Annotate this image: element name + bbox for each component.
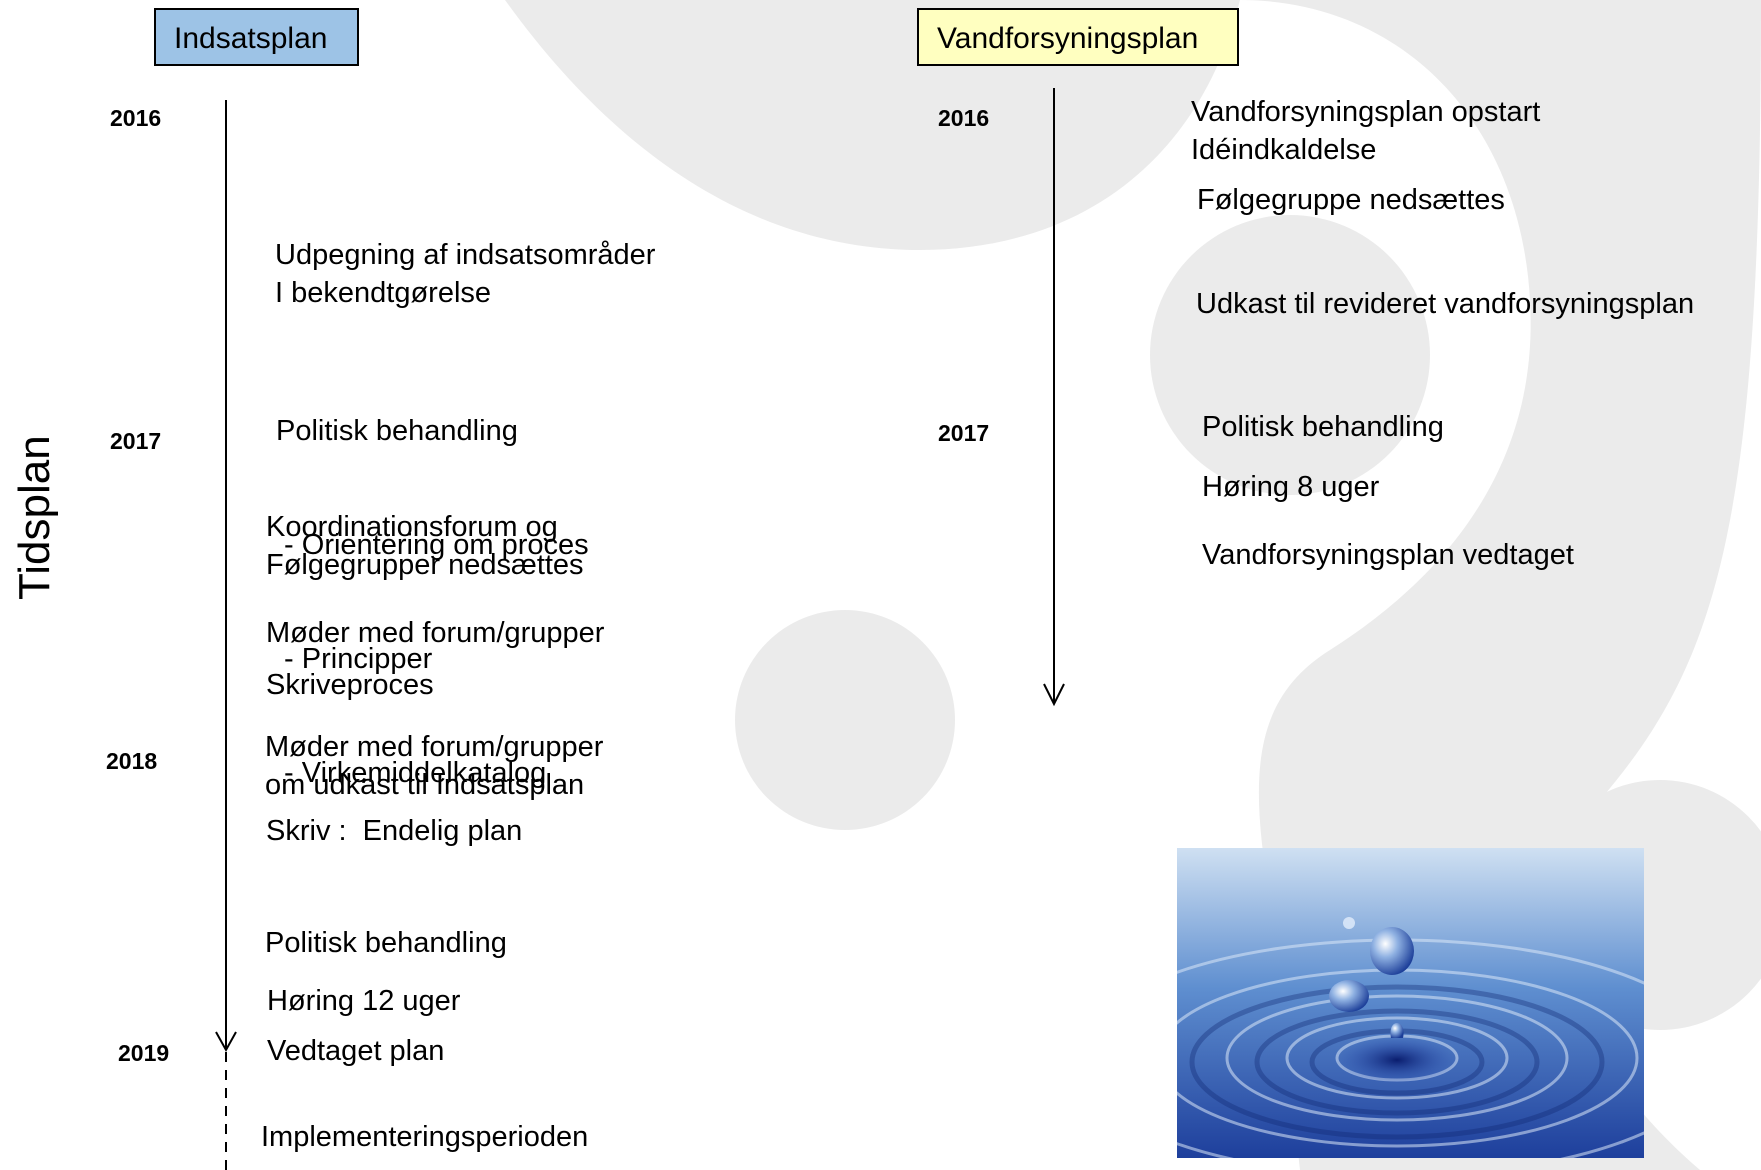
left-item-udpegning: Udpegning af indsatsområder I bekendtgør… <box>275 239 656 309</box>
left-item-implementering: Implementeringsperioden <box>261 1121 589 1153</box>
left-year-2019: 2019 <box>118 1040 170 1066</box>
side-title: Tidsplan <box>10 435 59 600</box>
right-year-2017: 2017 <box>938 420 990 446</box>
left-year-2017: 2017 <box>110 428 162 454</box>
left-item-moeder-2: Møder med forum/grupper om udkast til In… <box>265 731 604 801</box>
left-year-2018: 2018 <box>106 748 158 774</box>
left-item-politisk-2: Politisk behandling <box>265 927 507 959</box>
right-item-udkast: Udkast til revideret vandforsyningsplan <box>1196 288 1695 320</box>
left-item-skriv: Skriv : Endelig plan <box>266 815 523 847</box>
left-item-vedtaget: Vedtaget plan <box>267 1035 445 1067</box>
right-item-politisk: Politisk behandling <box>1202 411 1444 443</box>
left-item-koordination: Koordinationsforum og Følgegrupper nedsæ… <box>266 511 584 581</box>
right-header: Vandforsyningsplan <box>917 8 1239 66</box>
left-header: Indsatsplan <box>154 8 359 66</box>
right-item-vedtaget: Vandforsyningsplan vedtaget <box>1202 539 1574 571</box>
left-item-skriveproces: Skriveproces <box>266 669 434 701</box>
left-item-hoering: Høring 12 uger <box>267 985 461 1017</box>
left-year-2016: 2016 <box>110 105 162 131</box>
left-item-moeder-1: Møder med forum/grupper <box>266 617 605 649</box>
right-item-hoering: Høring 8 uger <box>1202 471 1380 503</box>
right-item-foelgegruppe: Følgegruppe nedsættes <box>1197 184 1505 216</box>
water-drop-photo <box>1177 848 1644 1158</box>
right-year-2016: 2016 <box>938 105 990 131</box>
left-item-politisk-1: Politisk behandling - Orientering om pro… <box>276 415 589 789</box>
right-item-opstart: Vandforsyningsplan opstart Idéindkaldels… <box>1191 96 1541 166</box>
